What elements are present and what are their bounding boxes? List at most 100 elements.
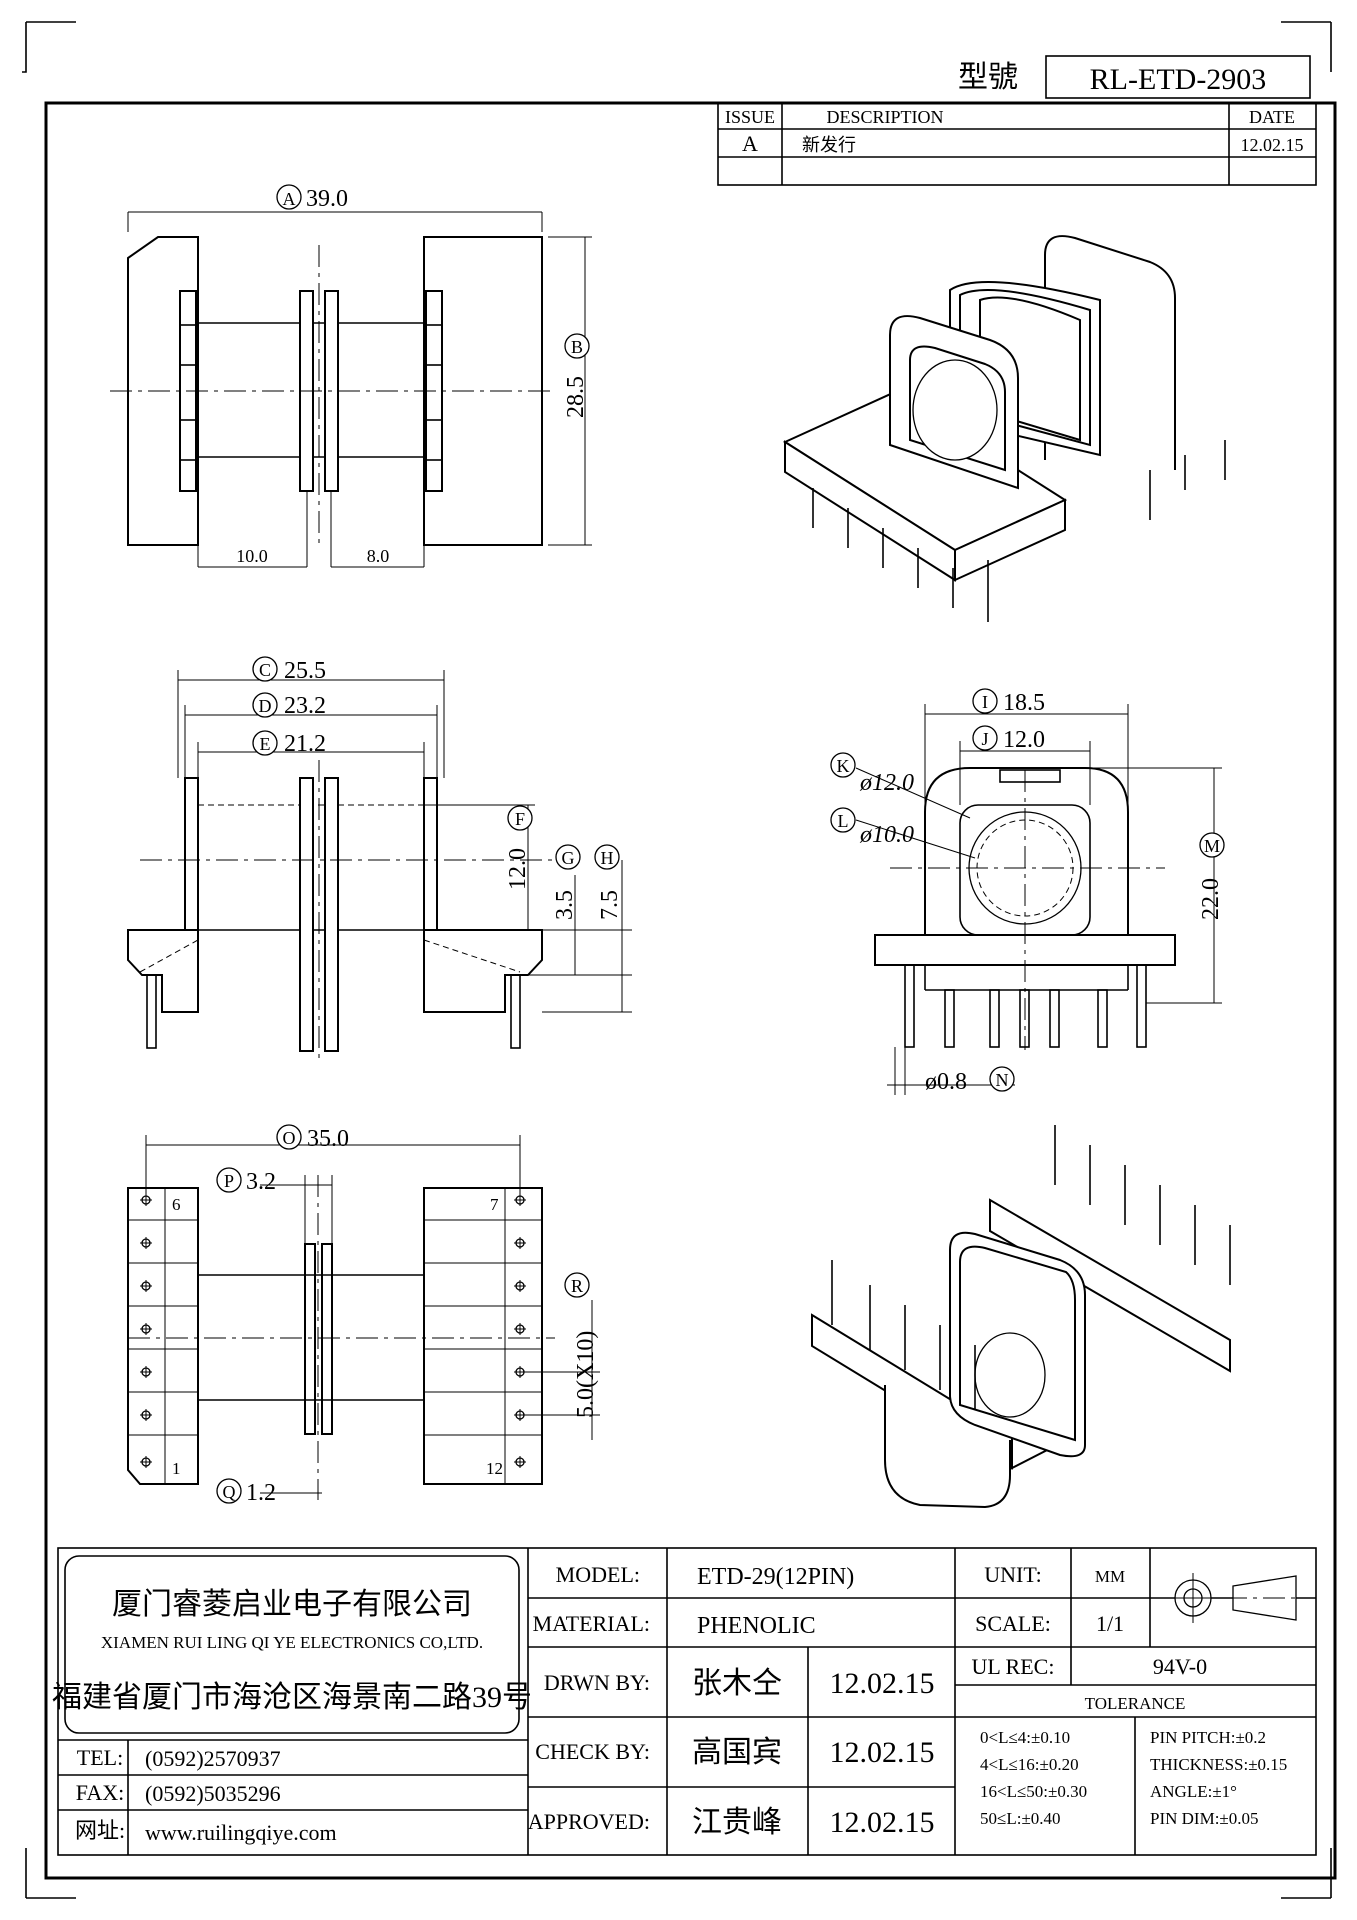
dim-f-value: 12.0 bbox=[505, 848, 531, 890]
dim-left-span: 10.0 bbox=[236, 546, 268, 566]
dim-h-value: 7.5 bbox=[597, 890, 623, 920]
dim-l-letter: L bbox=[838, 811, 849, 831]
dim-e-value: 21.2 bbox=[284, 731, 326, 757]
top-view bbox=[110, 211, 592, 568]
drawn-by-label: DRWN BY: bbox=[544, 1670, 650, 1695]
pin-tolerance-row-4: PIN DIM:±0.05 bbox=[1150, 1809, 1259, 1828]
dim-g-value: 3.5 bbox=[552, 890, 578, 920]
fax-value: (0592)5035296 bbox=[145, 1781, 281, 1806]
dim-a-value: 39.0 bbox=[306, 186, 348, 212]
dim-p-value: 3.2 bbox=[246, 1169, 276, 1195]
dim-n-value: ø0.8 bbox=[925, 1069, 967, 1095]
ul-value: 94V-0 bbox=[1153, 1654, 1207, 1679]
dim-m-value: 22.0 bbox=[1198, 878, 1224, 920]
drawn-by-date: 12.02.15 bbox=[830, 1667, 935, 1700]
dim-j-value: 12.0 bbox=[1003, 727, 1045, 753]
web-value: www.ruilingqiye.com bbox=[145, 1820, 337, 1845]
dimension-labels: A 39.0 B 28.5 10.0 8.0 C 25.5 D 23.2 E 2… bbox=[172, 184, 1225, 1506]
title-block: 厦门睿菱启业电子有限公司 XIAMEN RUI LING QI YE ELECT… bbox=[52, 1547, 1317, 1856]
model-label: MODEL: bbox=[556, 1562, 640, 1587]
tolerance-title: TOLERANCE bbox=[1085, 1694, 1186, 1713]
dim-g-letter: G bbox=[562, 848, 575, 868]
dim-q-value: 1.2 bbox=[246, 1480, 276, 1506]
revision-col-date: DATE bbox=[1249, 107, 1295, 127]
pin-tolerance-row-2: THICKNESS:±0.15 bbox=[1150, 1755, 1287, 1774]
company-name-en: XIAMEN RUI LING QI YE ELECTRONICS CO,LTD… bbox=[101, 1633, 483, 1652]
revision-issue: A bbox=[742, 131, 758, 156]
dim-h-letter: H bbox=[601, 848, 614, 868]
isometric-view-bottom bbox=[811, 1125, 1231, 1509]
dim-l-value: ø10.0 bbox=[859, 822, 914, 848]
front-view bbox=[127, 670, 632, 1060]
unit-label: UNIT: bbox=[984, 1562, 1042, 1587]
dim-o-letter: O bbox=[283, 1128, 296, 1148]
drawn-by-name: 张木仝 bbox=[692, 1667, 782, 1700]
dim-r-value: 5.0(X10) bbox=[573, 1331, 599, 1418]
tolerance-row-3: 16<L≤50:±0.30 bbox=[980, 1782, 1087, 1801]
dim-d-value: 23.2 bbox=[284, 693, 326, 719]
dim-k-value: ø12.0 bbox=[859, 770, 914, 796]
web-label: 网址: bbox=[75, 1818, 125, 1843]
dim-right-span: 8.0 bbox=[367, 546, 390, 566]
tel-value: (0592)2570937 bbox=[145, 1746, 281, 1771]
pin-number-bottom-right: 12 bbox=[486, 1459, 503, 1478]
dim-i-value: 18.5 bbox=[1003, 690, 1045, 716]
revision-description: 新发行 bbox=[802, 135, 856, 155]
model-value: ETD-29(12PIN) bbox=[697, 1564, 854, 1590]
dim-c-value: 25.5 bbox=[284, 658, 326, 684]
pin-number-bottom-left: 1 bbox=[172, 1459, 181, 1478]
dim-k-letter: K bbox=[837, 756, 850, 776]
pin-tolerance-row-3: ANGLE:±1° bbox=[1150, 1782, 1237, 1801]
material-value: PHENOLIC bbox=[697, 1613, 816, 1639]
isometric-view-top bbox=[782, 235, 1226, 622]
material-label: MATERIAL: bbox=[533, 1611, 650, 1636]
dim-b-letter: B bbox=[571, 337, 583, 357]
approved-name: 江贵峰 bbox=[692, 1806, 782, 1839]
dim-m-letter: M bbox=[1204, 836, 1220, 856]
revision-table: ISSUE DESCRIPTION DATE A 新发行 12.02.15 bbox=[717, 102, 1317, 186]
approved-label: APPROVED: bbox=[528, 1809, 650, 1834]
bottom-view-slots bbox=[128, 1188, 542, 1484]
tel-label: TEL: bbox=[77, 1745, 123, 1770]
projection-symbol-icon bbox=[1168, 1573, 1304, 1623]
dim-e-letter: E bbox=[260, 734, 271, 754]
drawing-frame bbox=[22, 21, 1337, 1899]
approved-date: 12.02.15 bbox=[830, 1806, 935, 1839]
dim-a-letter: A bbox=[283, 189, 296, 209]
revision-date: 12.02.15 bbox=[1241, 135, 1304, 155]
ul-label: UL REC: bbox=[972, 1654, 1055, 1679]
pin-tolerance-row-1: PIN PITCH:±0.2 bbox=[1150, 1728, 1266, 1747]
dim-c-letter: C bbox=[259, 660, 271, 680]
bottom-view-pin-markers bbox=[140, 1194, 526, 1468]
model-header-number: RL-ETD-2903 bbox=[1090, 63, 1267, 96]
company-address: 福建省厦门市海沧区海景南二路39号 bbox=[52, 1681, 532, 1714]
dim-j-letter: J bbox=[981, 729, 988, 749]
dim-r-letter: R bbox=[571, 1276, 583, 1296]
check-by-name: 高国宾 bbox=[692, 1736, 782, 1769]
tolerance-row-4: 50≤L:±0.40 bbox=[980, 1809, 1061, 1828]
model-header-label: 型號 bbox=[958, 61, 1018, 94]
dim-n-letter: N bbox=[996, 1070, 1009, 1090]
tolerance-row-1: 0<L≤4:±0.10 bbox=[980, 1728, 1070, 1747]
dim-i-letter: I bbox=[982, 692, 988, 712]
dim-f-letter: F bbox=[515, 809, 525, 829]
end-view bbox=[855, 704, 1222, 1095]
unit-value: MM bbox=[1095, 1567, 1125, 1586]
fax-label: FAX: bbox=[76, 1780, 125, 1805]
check-by-label: CHECK BY: bbox=[535, 1739, 650, 1764]
scale-value: 1/1 bbox=[1096, 1611, 1124, 1636]
check-by-date: 12.02.15 bbox=[830, 1736, 935, 1769]
revision-col-issue: ISSUE bbox=[725, 107, 775, 127]
company-name-cn: 厦门睿菱启业电子有限公司 bbox=[112, 1588, 472, 1621]
dim-p-letter: P bbox=[224, 1171, 234, 1191]
dim-q-letter: Q bbox=[223, 1482, 236, 1502]
dim-b-value: 28.5 bbox=[563, 376, 589, 418]
bottom-view bbox=[127, 1135, 600, 1500]
scale-label: SCALE: bbox=[975, 1611, 1051, 1636]
revision-col-description: DESCRIPTION bbox=[826, 107, 943, 127]
model-header: 型號 RL-ETD-2903 bbox=[958, 55, 1311, 99]
pin-number-top-left: 6 bbox=[172, 1195, 181, 1214]
tolerance-row-2: 4<L≤16:±0.20 bbox=[980, 1755, 1079, 1774]
dim-o-value: 35.0 bbox=[307, 1126, 349, 1152]
